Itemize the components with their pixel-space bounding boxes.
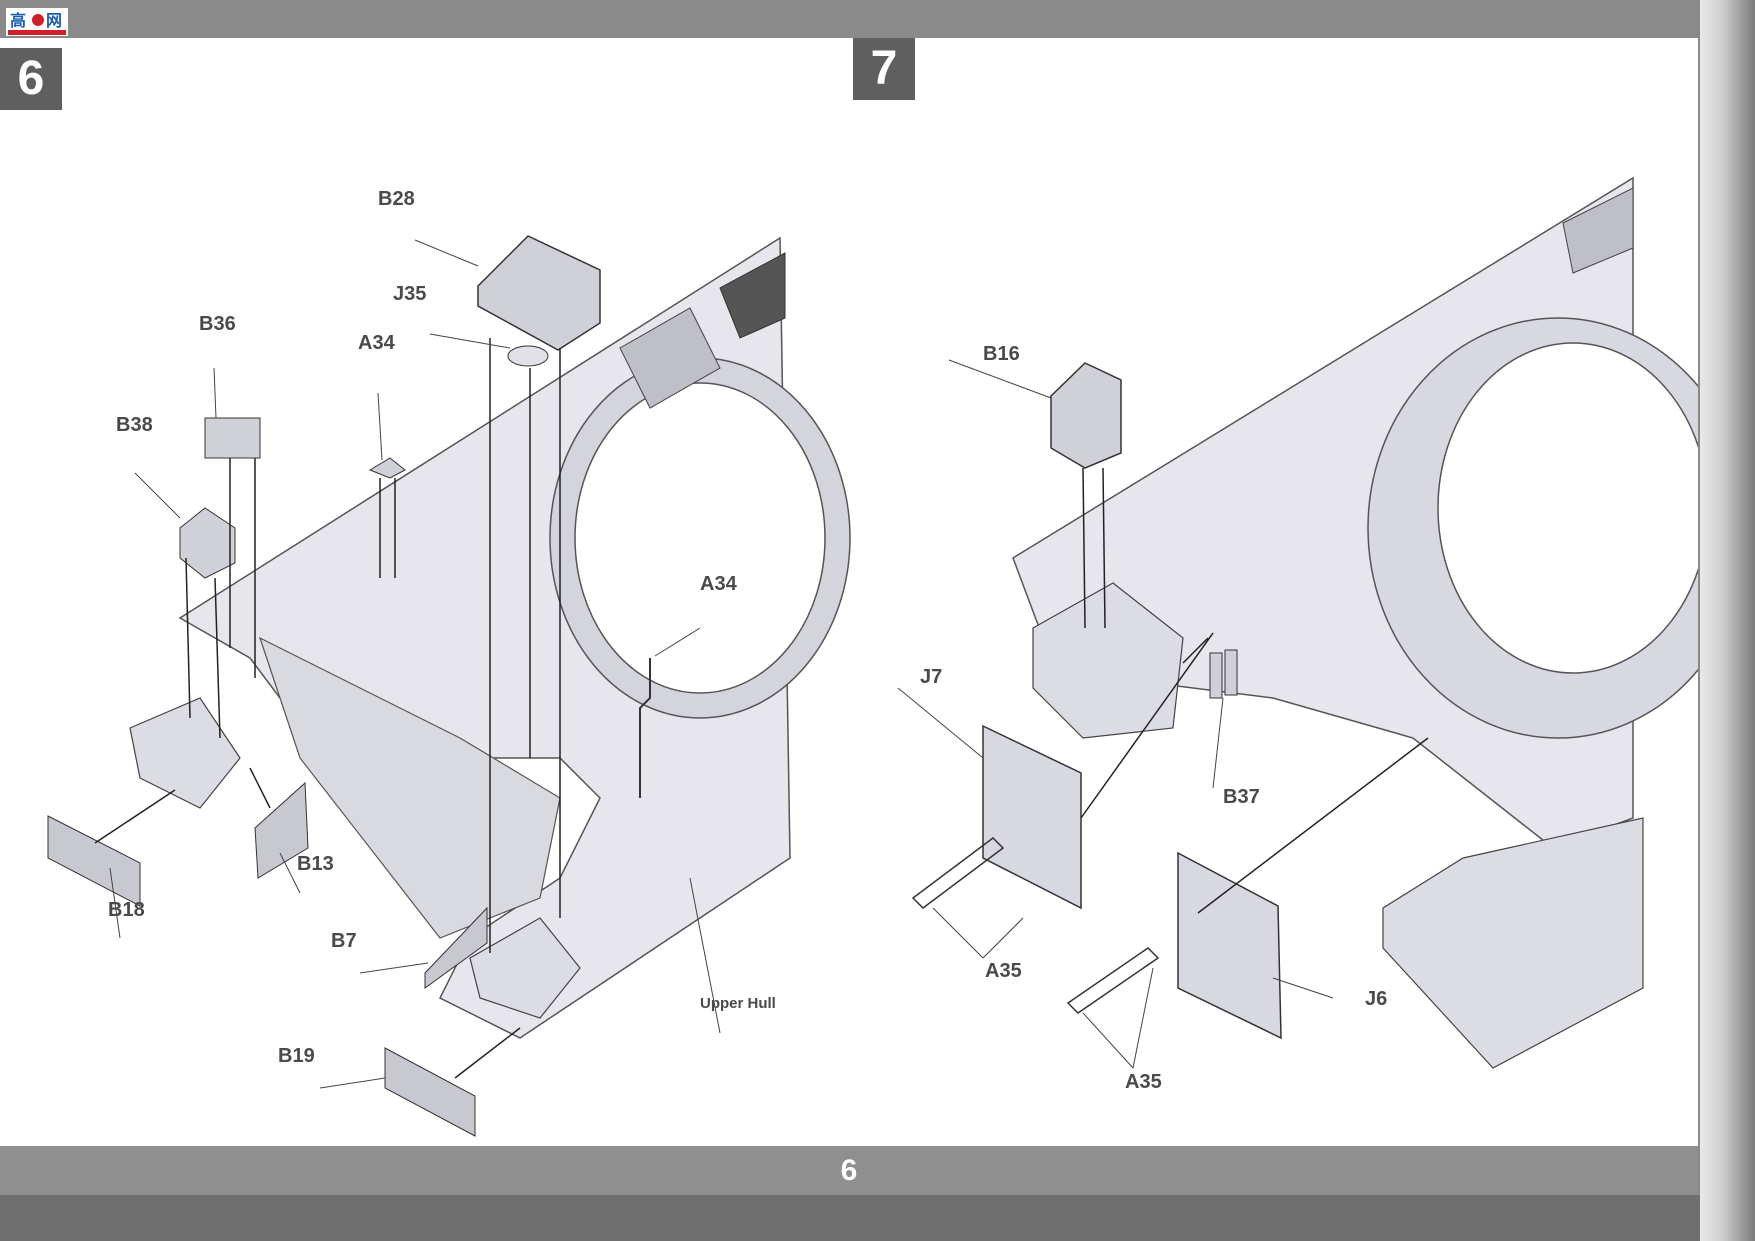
label-a35-bottom: A35 [1125, 1071, 1162, 1093]
page-number: 6 [840, 1154, 858, 1187]
scan-edge-shadow [1700, 0, 1755, 1241]
label-a35-top: A35 [985, 960, 1022, 982]
label-j7: J7 [920, 666, 943, 688]
step-7-number: 7 [853, 38, 915, 100]
step-7-panel: 7 [853, 38, 1698, 1146]
label-b13: B13 [297, 853, 334, 875]
label-b19: B19 [278, 1045, 315, 1067]
label-b37: B37 [1223, 786, 1260, 808]
label-b28: B28 [378, 188, 415, 210]
step-7-assembly-drawing [897, 176, 1698, 1069]
page-footer: 6 [0, 1146, 1698, 1195]
label-b18: B18 [108, 899, 145, 921]
step-6-number: 6 [0, 48, 62, 110]
step-6-panel: 6 [0, 38, 863, 1146]
site-logo-icon: 高 网 [6, 8, 68, 36]
label-a34-left: A34 [358, 332, 395, 354]
step-6-assembly-drawing [47, 235, 851, 1137]
label-upper-hull: Upper Hull [700, 995, 776, 1012]
site-logo: 高 网 [6, 6, 70, 40]
svg-text:网: 网 [46, 11, 62, 30]
label-b7: B7 [331, 930, 357, 952]
instruction-page: 高 网 6 [0, 0, 1700, 1195]
label-j6: J6 [1365, 988, 1388, 1010]
label-j35: J35 [393, 283, 427, 305]
label-a34-right: A34 [700, 573, 737, 595]
label-b38: B38 [116, 414, 153, 436]
svg-text:高: 高 [10, 11, 26, 30]
label-b36: B36 [199, 313, 236, 335]
label-b16: B16 [983, 343, 1020, 365]
